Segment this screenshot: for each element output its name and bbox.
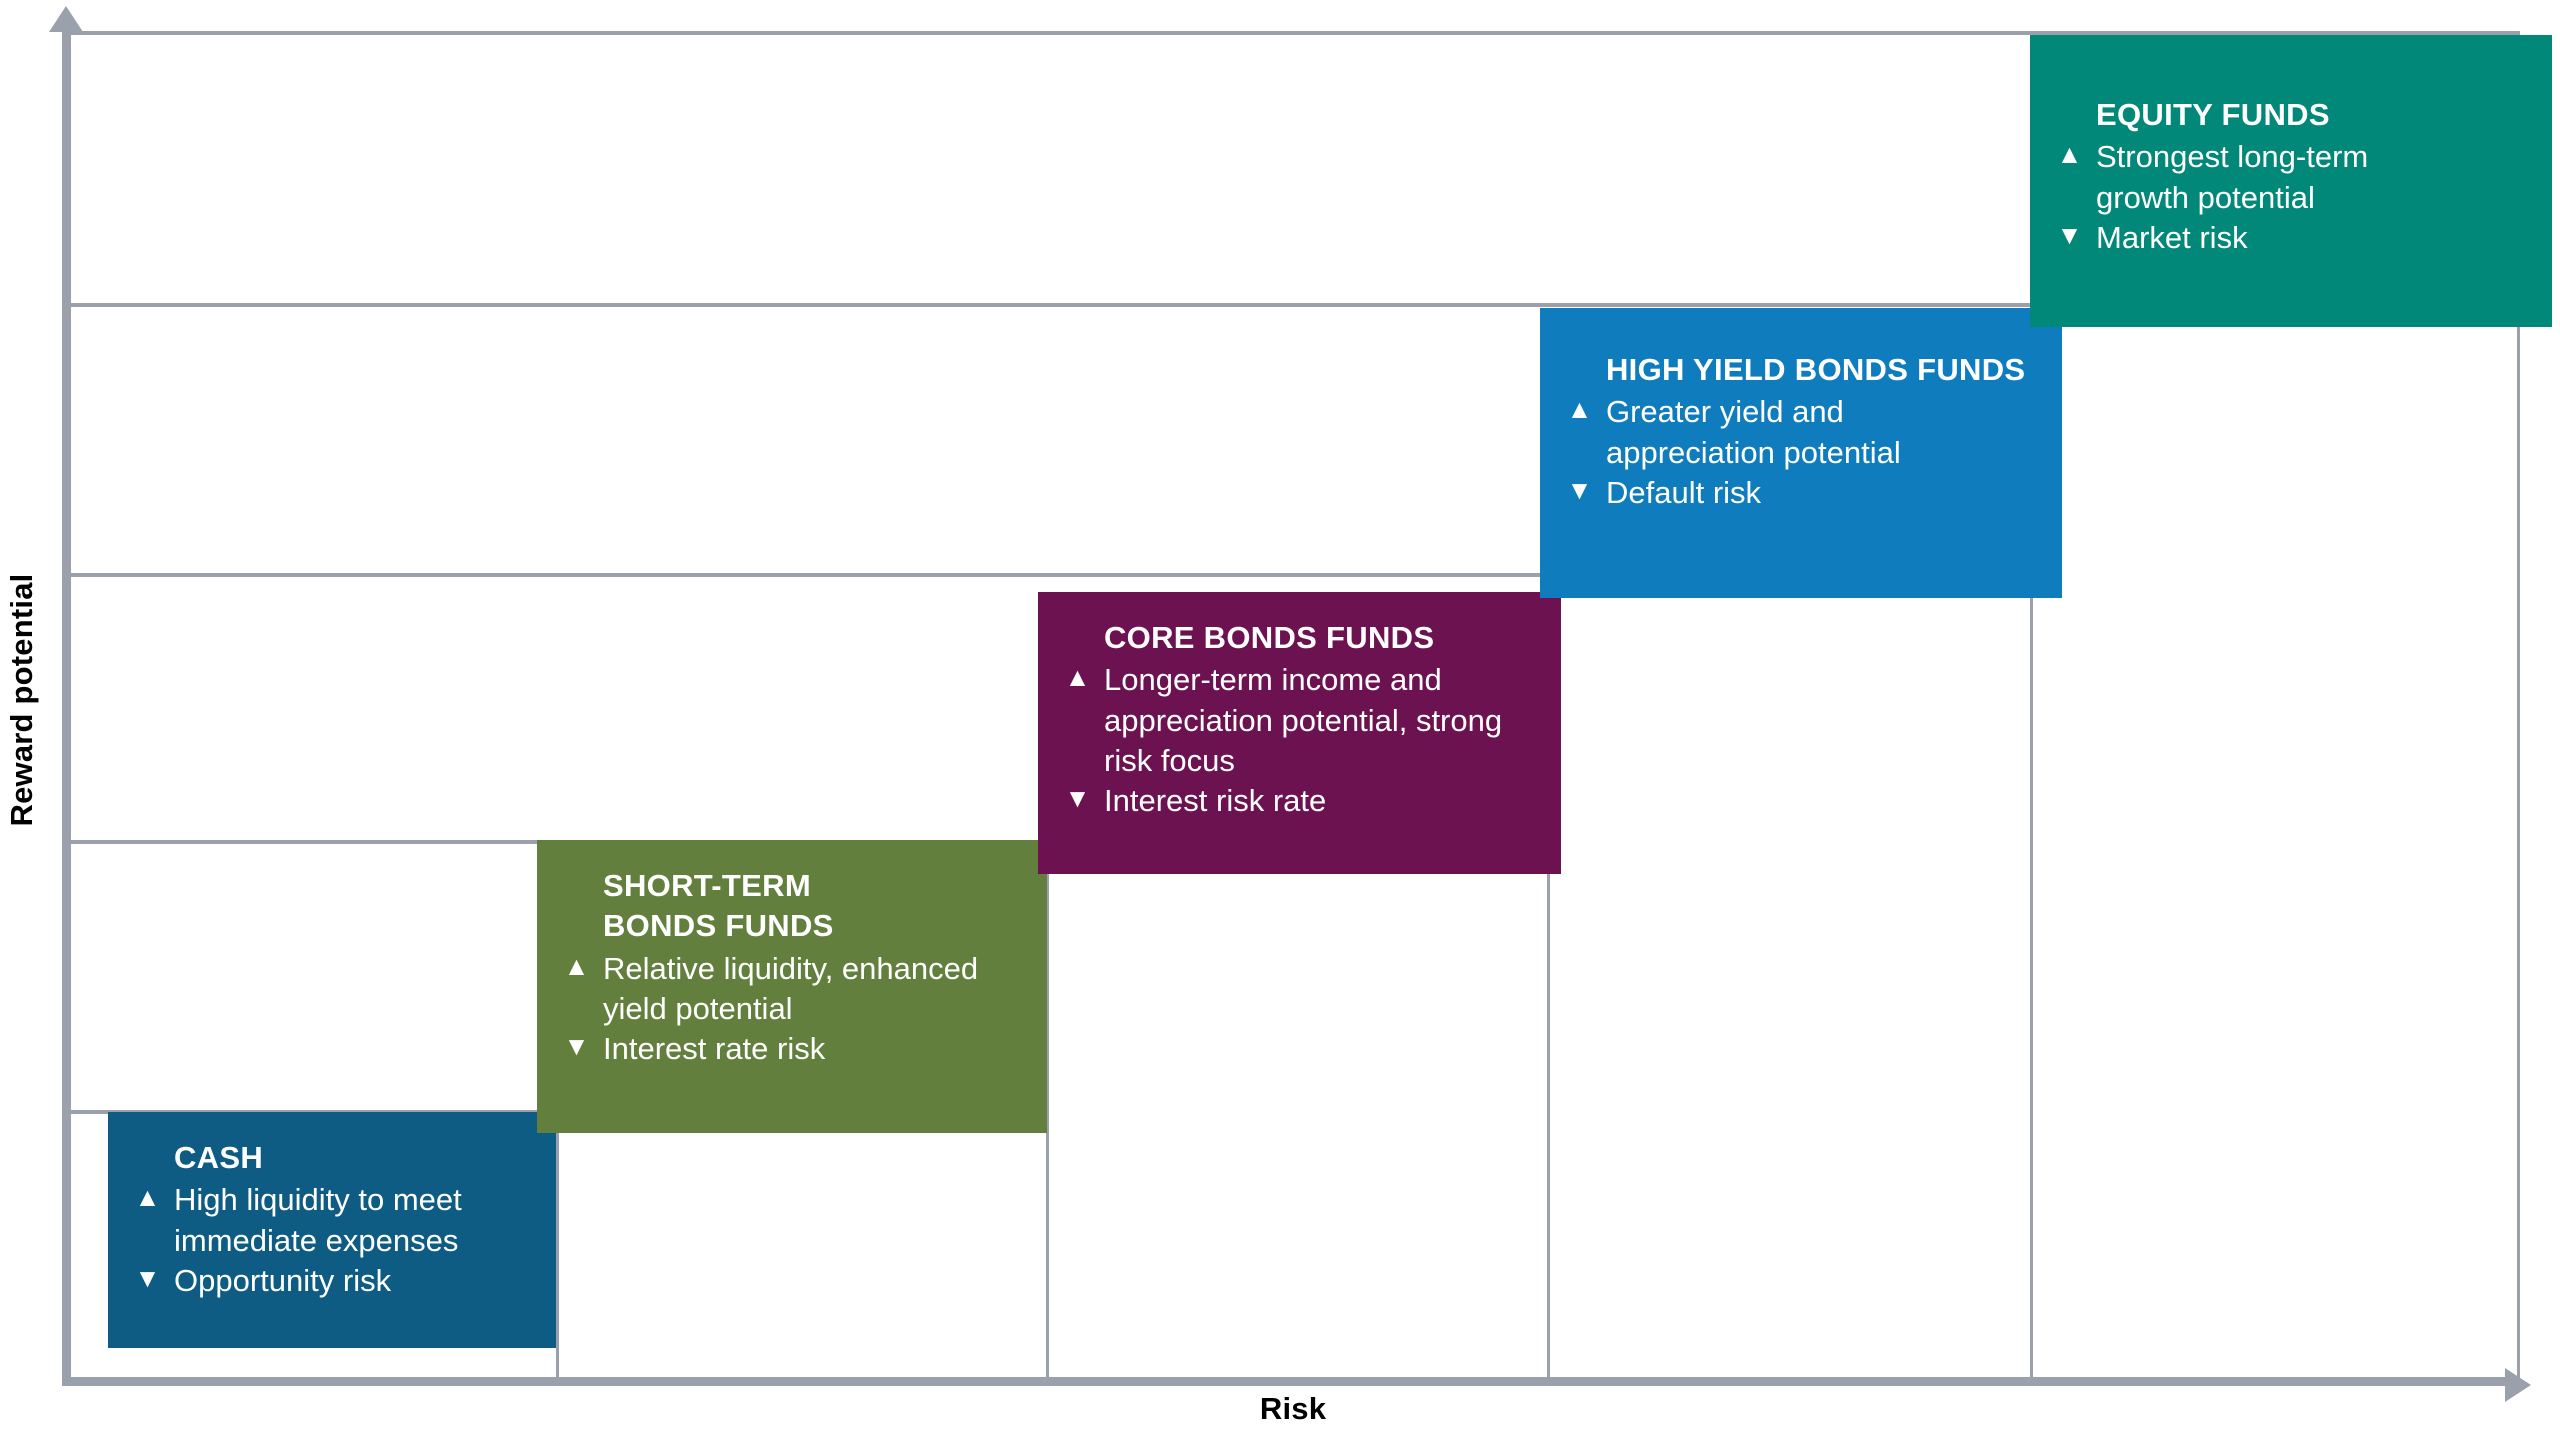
triangle-up-icon: ▲ bbox=[1064, 662, 1091, 693]
card-title: SHORT-TERM BONDS FUNDS bbox=[603, 868, 834, 944]
card-downside-text: Interest rate risk bbox=[603, 1031, 826, 1067]
card-title: CASH bbox=[174, 1140, 264, 1175]
card-downside: ▼ Market risk bbox=[2056, 218, 2522, 258]
card-upside-text: Longer-term income and appreciation pote… bbox=[1104, 662, 1503, 778]
card-downside: ▼ Interest risk rate bbox=[1064, 781, 1531, 821]
card-short-term-bonds-funds[interactable]: SHORT-TERM BONDS FUNDS ▲ Relative liquid… bbox=[537, 840, 1047, 1133]
y-axis-arrow-icon bbox=[49, 6, 83, 32]
card-upside: ▲ Relative liquidity, enhanced yield pot… bbox=[563, 949, 1017, 1030]
triangle-up-icon: ▲ bbox=[134, 1182, 161, 1213]
triangle-down-icon: ▼ bbox=[134, 1262, 161, 1293]
gridline-horizontal-4 bbox=[67, 303, 2518, 307]
card-upside: ▲ Longer-term income and appreciation po… bbox=[1064, 660, 1531, 781]
card-downside: ▼ Opportunity risk bbox=[134, 1261, 526, 1301]
triangle-down-icon: ▼ bbox=[2056, 219, 2083, 250]
gridline-horizontal-3 bbox=[67, 573, 1550, 577]
gridline-horizontal-5 bbox=[67, 31, 2518, 35]
gridline-vertical-3 bbox=[1547, 573, 1550, 1385]
card-title: HIGH YIELD BONDS FUNDS bbox=[1606, 352, 2026, 387]
x-axis-label: Risk bbox=[1259, 1391, 1327, 1426]
card-upside-text: High liquidity to meet immediate expense… bbox=[174, 1182, 462, 1258]
triangle-down-icon: ▼ bbox=[1566, 474, 1593, 505]
gridline-vertical-4 bbox=[2030, 303, 2033, 1385]
x-axis-line bbox=[62, 1377, 2514, 1386]
card-downside-text: Default risk bbox=[1606, 474, 1762, 510]
card-downside-text: Interest risk rate bbox=[1104, 783, 1327, 819]
card-cash[interactable]: CASH ▲ High liquidity to meet immediate … bbox=[108, 1112, 556, 1348]
gridline-vertical-2 bbox=[1046, 840, 1049, 1385]
card-upside: ▲ High liquidity to meet immediate expen… bbox=[134, 1180, 526, 1261]
gridline-vertical-1 bbox=[556, 1110, 559, 1385]
card-equity-funds[interactable]: EQUITY FUNDS ▲ Strongest long-term growt… bbox=[2030, 35, 2552, 327]
triangle-up-icon: ▲ bbox=[2056, 139, 2083, 170]
card-downside-text: Market risk bbox=[2096, 219, 2248, 255]
triangle-up-icon: ▲ bbox=[563, 950, 590, 981]
card-high-yield-bonds-funds[interactable]: HIGH YIELD BONDS FUNDS ▲ Greater yield a… bbox=[1540, 308, 2062, 598]
card-upside-text: Strongest long-term growth potential bbox=[2096, 139, 2369, 215]
card-upside-text: Relative liquidity, enhanced yield poten… bbox=[603, 950, 979, 1026]
y-axis-line bbox=[62, 28, 71, 1385]
triangle-up-icon: ▲ bbox=[1566, 394, 1593, 425]
card-upside: ▲ Strongest long-term growth potential bbox=[2056, 137, 2522, 218]
card-upside: ▲ Greater yield and appreciation potenti… bbox=[1566, 392, 2032, 473]
card-upside-text: Greater yield and appreciation potential bbox=[1606, 394, 1901, 470]
triangle-down-icon: ▼ bbox=[1064, 783, 1091, 814]
card-downside-text: Opportunity risk bbox=[174, 1262, 392, 1298]
card-title: CORE BONDS FUNDS bbox=[1104, 620, 1435, 655]
card-downside: ▼ Interest rate risk bbox=[563, 1029, 1017, 1069]
card-title: EQUITY FUNDS bbox=[2096, 97, 2330, 132]
gridline-vertical-5 bbox=[2517, 31, 2520, 1385]
triangle-down-icon: ▼ bbox=[563, 1031, 590, 1062]
card-core-bonds-funds[interactable]: CORE BONDS FUNDS ▲ Longer-term income an… bbox=[1038, 592, 1561, 874]
y-axis-label: Reward potential bbox=[4, 573, 39, 827]
card-downside: ▼ Default risk bbox=[1566, 473, 2032, 513]
